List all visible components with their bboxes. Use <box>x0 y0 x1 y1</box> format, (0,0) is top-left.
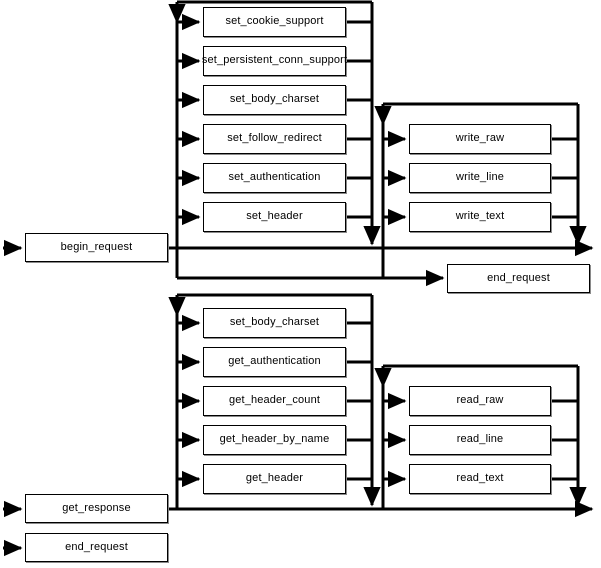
set-authentication-box: set_authentication <box>203 163 346 193</box>
read-text-box: read_text <box>409 464 551 494</box>
end-request-bottom-label: end_request <box>65 540 128 553</box>
set-body-charset-box: set_body_charset <box>203 85 346 115</box>
set-cookie-support-label: set_cookie_support <box>225 15 324 27</box>
get-header-count-box: get_header_count <box>203 386 346 416</box>
write-raw-label: write_raw <box>455 132 505 144</box>
get-header-box: get_header <box>203 464 346 494</box>
set-body-charset-label: set_body_charset <box>229 93 320 105</box>
read-raw-box: read_raw <box>409 386 551 416</box>
get-header-label: get_header <box>245 472 304 484</box>
end-request-bottom-box: end_request <box>25 533 168 562</box>
write-text-box: write_text <box>409 202 551 232</box>
set-authentication-label: set_authentication <box>228 171 321 183</box>
end-request-top-box: end_request <box>447 264 590 293</box>
begin-request-box: begin_request <box>25 233 168 262</box>
set-body-charset-2-box: set_body_charset <box>203 308 346 338</box>
set-follow-redirect-label: set_follow_redirect <box>227 132 322 144</box>
get-response-box: get_response <box>25 494 168 523</box>
read-raw-label: read_raw <box>456 394 504 406</box>
set-follow-redirect-box: set_follow_redirect <box>203 124 346 154</box>
write-line-box: write_line <box>409 163 551 193</box>
set-persistent-conn-support-label: set_persistent_conn_support <box>201 54 348 66</box>
set-header-box: set_header <box>203 202 346 232</box>
set-header-label: set_header <box>246 210 303 222</box>
read-text-label: read_text <box>456 472 504 484</box>
write-raw-box: write_raw <box>409 124 551 154</box>
get-header-by-name-label: get_header_by_name <box>219 433 330 445</box>
set-persistent-conn-support-box: set_persistent_conn_support <box>201 46 348 76</box>
begin-request-label: begin_request <box>60 240 133 253</box>
get-authentication-label: get_authentication <box>228 355 321 367</box>
write-text-label: write_text <box>455 210 505 222</box>
get-response-label: get_response <box>62 501 131 514</box>
write-line-label: write_line <box>456 171 504 183</box>
end-request-top-label: end_request <box>487 271 550 284</box>
read-line-box: read_line <box>409 425 551 455</box>
set-cookie-support-box: set_cookie_support <box>203 7 346 37</box>
get-header-count-label: get_header_count <box>228 394 321 406</box>
set-body-charset-2-label: set_body_charset <box>229 316 320 328</box>
read-line-label: read_line <box>456 433 504 445</box>
get-authentication-box: get_authentication <box>203 347 346 377</box>
get-header-by-name-box: get_header_by_name <box>203 425 346 455</box>
